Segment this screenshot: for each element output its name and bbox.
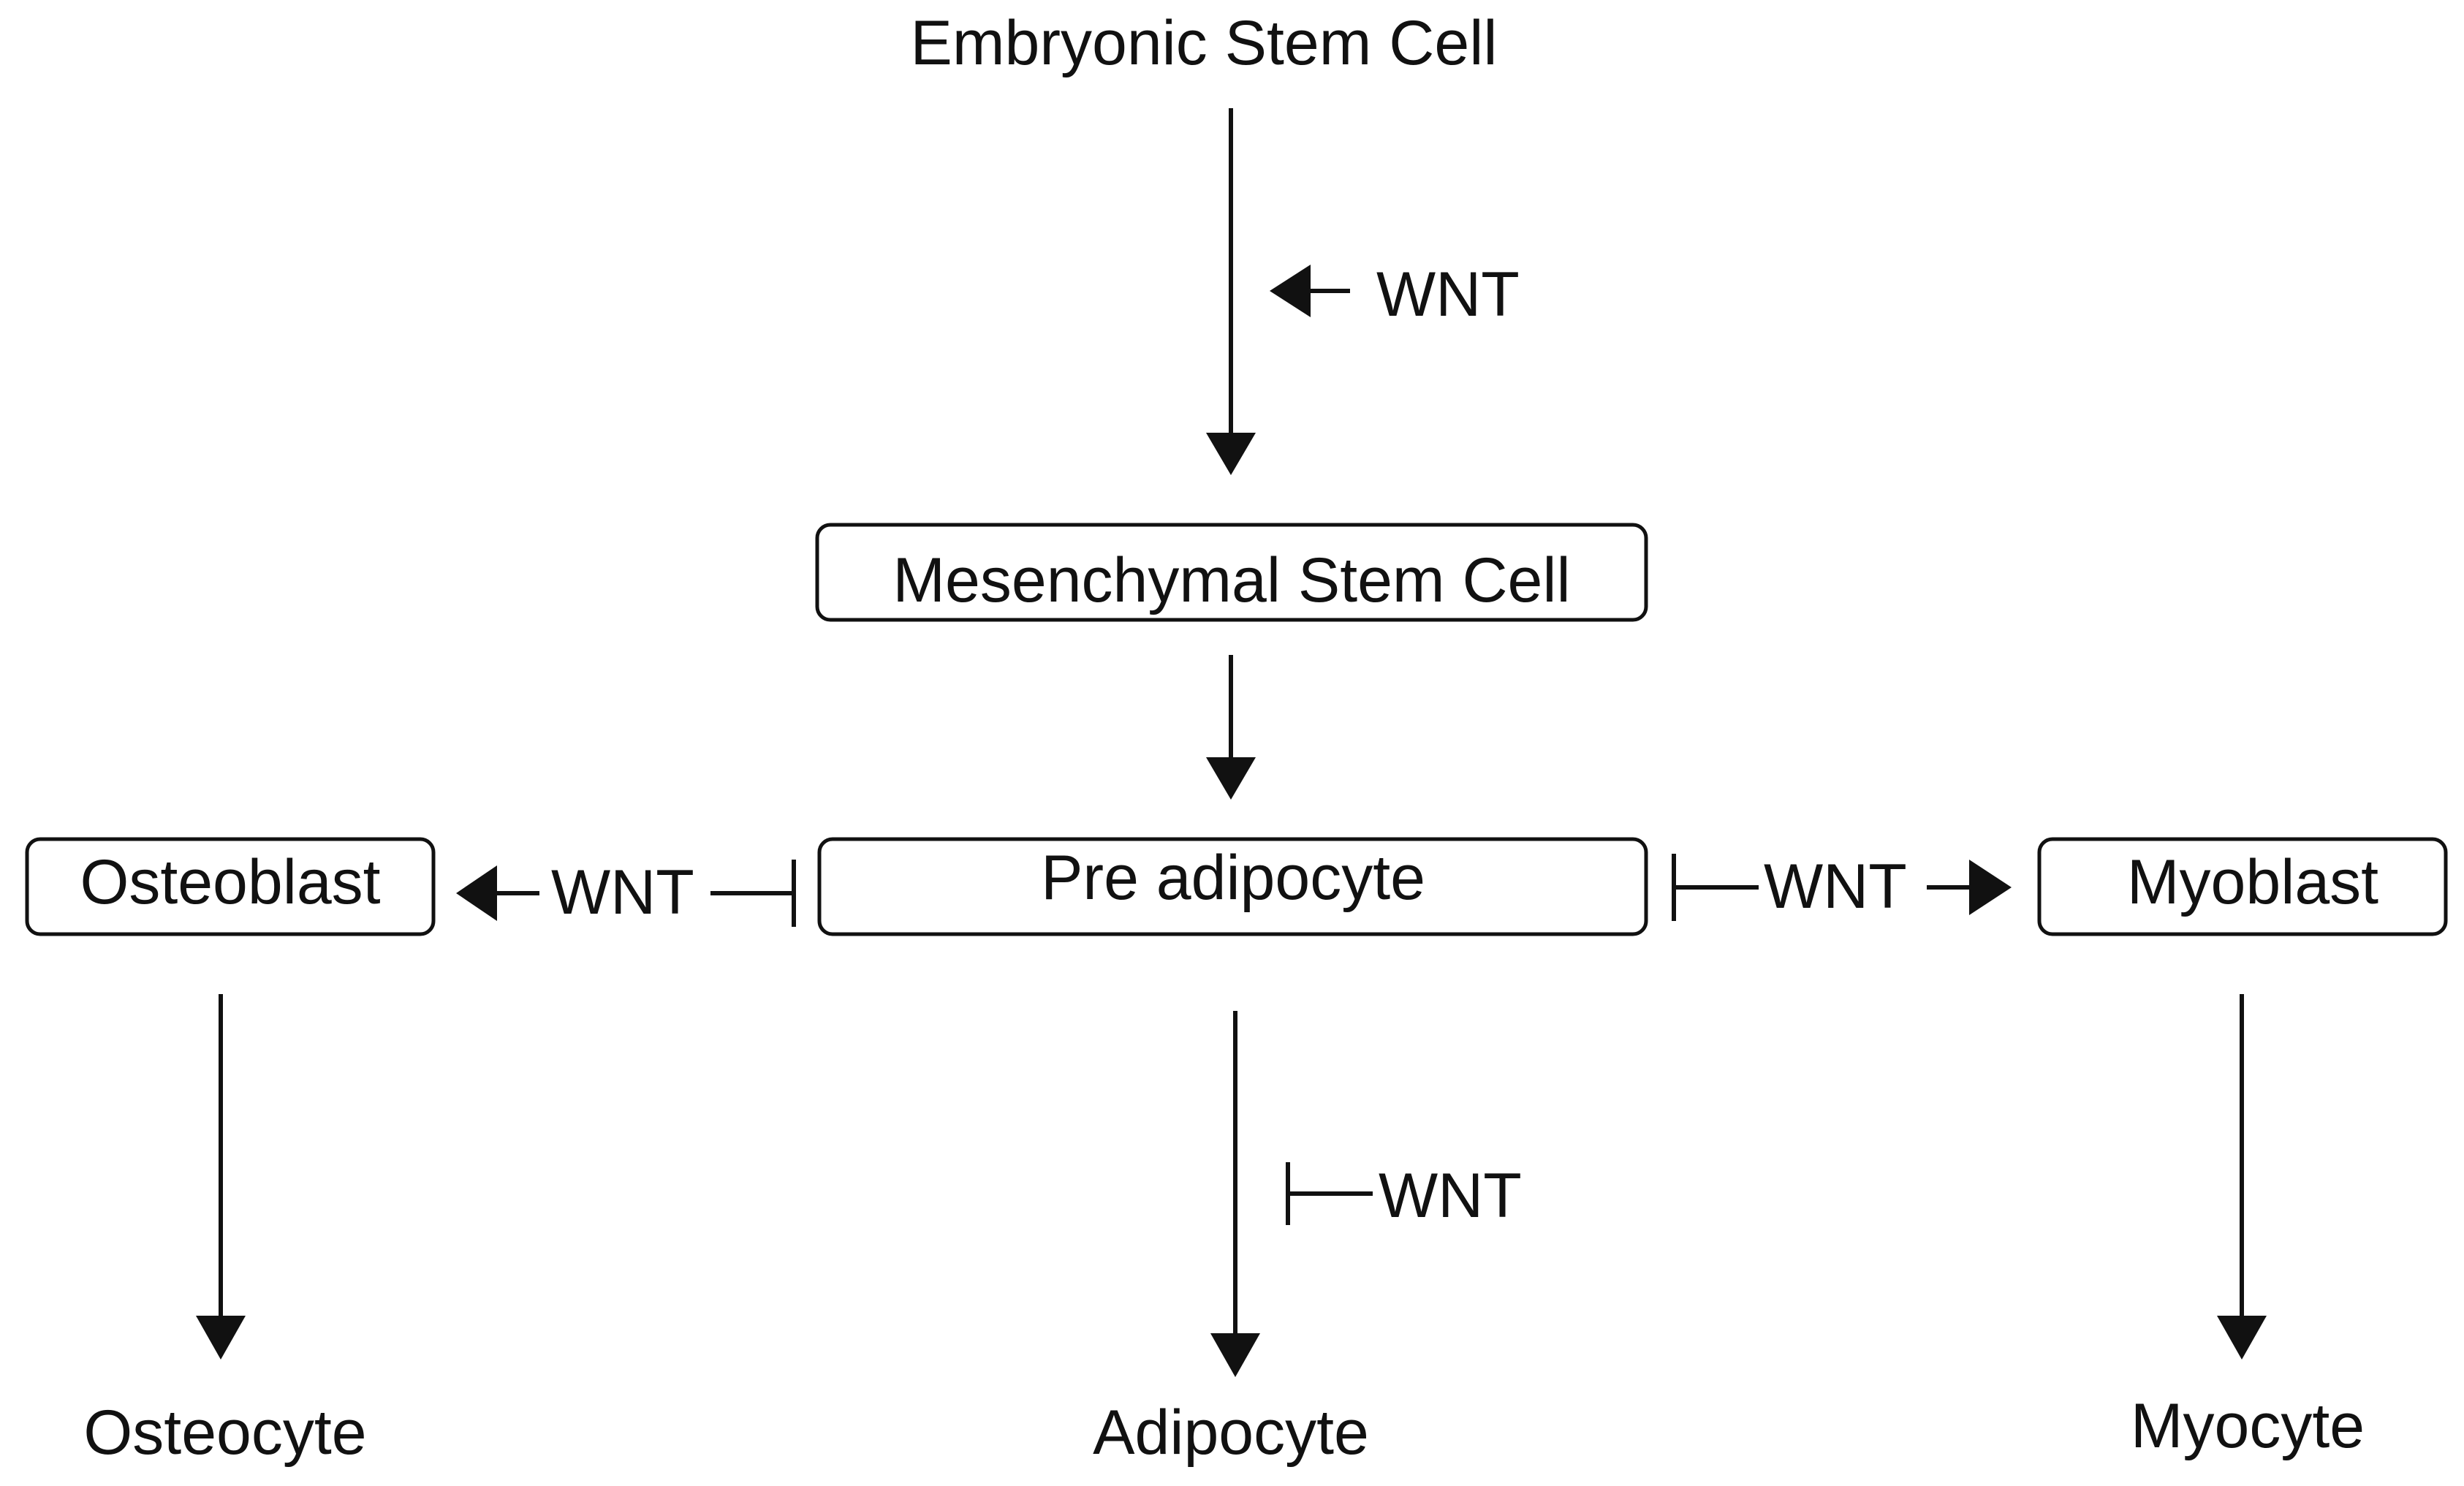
embryonic-stem-cell-label: Embryonic Stem Cell	[911, 8, 1498, 78]
arrow-myoblast-to-myocyte	[2217, 994, 2267, 1360]
wnt-label-osteoblast: WNT	[551, 857, 694, 928]
arrow-preadipocyte-to-adipocyte	[1210, 1011, 1260, 1377]
wnt-promote-arrow-esc	[1270, 265, 1350, 317]
arrow-osteoblast-to-osteocyte	[196, 994, 246, 1360]
wnt-inhibit-bar-adipocyte	[1286, 1162, 1373, 1225]
arrow-esc-to-msc	[1206, 108, 1256, 475]
myoblast-label: Myoblast	[2127, 847, 2378, 917]
mesenchymal-stem-cell-node: Mesenchymal Stem Cell	[815, 523, 1648, 622]
wnt-label-esc-to-msc: WNT	[1376, 259, 1520, 330]
wnt-inhibit-bar-right	[1672, 854, 1759, 921]
pre-adipocyte-label: Pre adipocyte	[1041, 843, 1425, 913]
arrow-msc-to-preadipocyte	[1206, 655, 1256, 800]
adipocyte-label: Adipocyte	[1093, 1398, 1369, 1468]
myocyte-label: Myocyte	[2131, 1391, 2365, 1461]
osteoblast-label: Osteoblast	[80, 847, 380, 917]
myoblast-node: Myoblast	[2037, 837, 2448, 936]
wnt-label-myoblast: WNT	[1764, 852, 1907, 922]
osteocyte-label: Osteocyte	[83, 1398, 366, 1468]
wnt-inhibit-bar-left	[710, 860, 796, 927]
wnt-label-adipocyte: WNT	[1379, 1161, 1522, 1231]
osteoblast-node: Osteoblast	[25, 837, 436, 936]
wnt-promote-arrow-osteoblast	[456, 865, 539, 921]
wnt-promote-arrow-myoblast	[1927, 860, 2012, 915]
pre-adipocyte-node: Pre adipocyte	[817, 837, 1648, 936]
mesenchymal-stem-cell-label: Mesenchymal Stem Cell	[892, 545, 1570, 615]
